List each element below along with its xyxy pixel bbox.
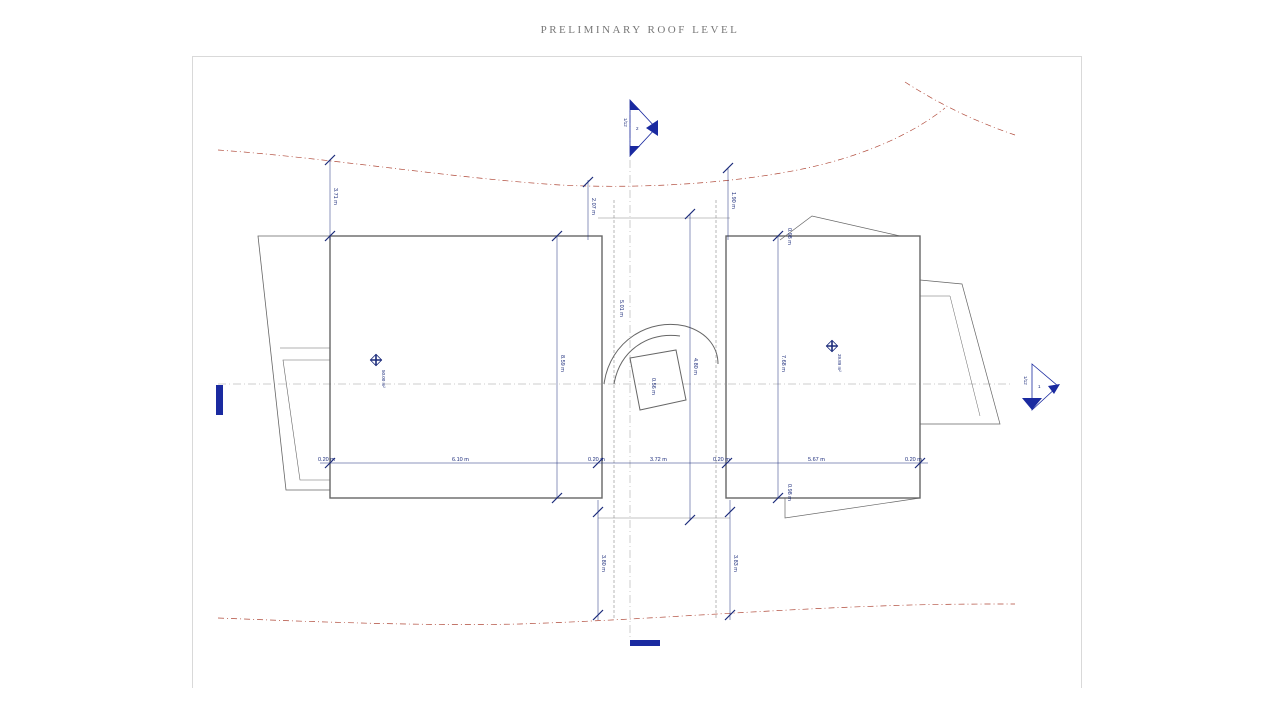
tick — [592, 457, 604, 469]
area-tag-left: 50.00 m² — [369, 353, 386, 388]
tick — [551, 230, 563, 242]
tick — [721, 457, 733, 469]
tick — [724, 609, 736, 621]
area-label-right: 39.89 m² — [837, 354, 842, 372]
tick — [684, 514, 696, 526]
grid-marker-bottom[interactable] — [630, 640, 660, 646]
tick — [592, 609, 604, 621]
tick — [914, 457, 926, 469]
dim-label: 3.72 m — [650, 457, 667, 463]
tick — [592, 506, 604, 518]
tick — [324, 154, 336, 166]
dimension-lines — [320, 160, 928, 620]
right-annex-inner — [920, 295, 981, 417]
left-annex-inner — [282, 359, 330, 481]
right-top-canopy — [779, 215, 901, 241]
dim-label-right-small-top: 0.98 m — [786, 228, 792, 245]
dim-label-top-mid: 2.07 m — [590, 198, 596, 215]
section-arrow-icon — [1031, 363, 1059, 411]
left-building-walls — [329, 235, 603, 499]
tick — [772, 492, 784, 504]
stair-arc-inner — [613, 334, 681, 385]
dim-label-right-small-bottom: 0.98 m — [786, 484, 792, 501]
dim-label-top-left: 3.71 m — [332, 188, 338, 205]
dimension-ticks — [324, 154, 926, 621]
dim-label-top-right: 1.90 m — [730, 192, 736, 209]
section-arrow-head — [630, 100, 640, 110]
left-building — [257, 235, 603, 499]
tick — [772, 230, 784, 242]
section-code-right: 1/12 — [1023, 376, 1028, 385]
dim-label: 6.10 m — [452, 457, 469, 463]
dim-label: 0.20 m — [588, 457, 605, 463]
area-tag-right: 39.89 m² — [825, 339, 842, 372]
right-annex-outline — [919, 279, 1001, 425]
left-annex-outline — [257, 235, 330, 491]
tick — [551, 492, 563, 504]
dim-label-bottom-right: 3.83 m — [732, 555, 738, 572]
dim-label-stair-left: 5.01 m — [618, 300, 624, 317]
dim-vertical-labels: 3.71 m 2.07 m 1.90 m 8.59 m 4.80 m 7.68 … — [332, 188, 792, 572]
dim-label-bottom-left: 3.80 m — [600, 555, 606, 572]
area-label-left: 50.00 m² — [381, 370, 386, 388]
section-arrow-icon — [629, 98, 657, 158]
right-building — [725, 215, 1001, 519]
section-arrow-head — [1048, 384, 1060, 394]
contour-bottom — [217, 603, 1016, 625]
central-passage — [598, 200, 730, 618]
dim-label-right-vertical: 7.68 m — [780, 355, 786, 372]
section-num-top: 2 — [636, 126, 639, 131]
spot-elevation-icon — [369, 353, 383, 367]
tick — [724, 506, 736, 518]
dim-label: 0.20 m — [318, 457, 335, 463]
tick — [324, 457, 336, 469]
stair-arc — [603, 323, 719, 385]
section-arrow-point — [1022, 398, 1042, 410]
dim-bottom-row-labels: 0.20 m 6.10 m 0.20 m 3.72 m 0.20 m 5.67 … — [318, 457, 922, 463]
tick — [722, 162, 734, 174]
drawing-title: PRELIMINARY ROOF LEVEL — [540, 24, 740, 36]
stair-core — [629, 349, 687, 411]
tick — [324, 230, 336, 242]
section-marker-top: 1/12 2 — [623, 98, 658, 158]
section-code-top: 1/12 — [623, 118, 628, 127]
spiral-stair — [603, 323, 719, 411]
dim-label: 5.67 m — [808, 457, 825, 463]
contour-top-right — [904, 81, 1016, 136]
right-bottom-canopy — [784, 497, 921, 519]
contour-top — [217, 107, 946, 187]
site-contour-lines — [217, 81, 1016, 625]
right-building-walls — [725, 235, 921, 499]
spot-elevation-icon — [825, 339, 839, 353]
section-arrow-head — [630, 146, 640, 156]
tick — [582, 176, 594, 188]
drawing-sheet-frame — [192, 56, 1082, 688]
dim-label: 0.20 m — [905, 457, 922, 463]
section-arrow-point — [646, 120, 658, 136]
grid-marker-left[interactable] — [216, 385, 223, 415]
section-num-right: 1 — [1038, 384, 1041, 389]
dim-label-stair-right: 4.80 m — [692, 358, 698, 375]
dim-label: 0.20 m — [713, 457, 730, 463]
section-marker-right: 1/12 1 — [1022, 363, 1060, 411]
dim-label-stair-inner: 0.56 m — [650, 378, 656, 395]
dim-label-left-vertical: 8.59 m — [559, 355, 565, 372]
tick — [684, 208, 696, 220]
